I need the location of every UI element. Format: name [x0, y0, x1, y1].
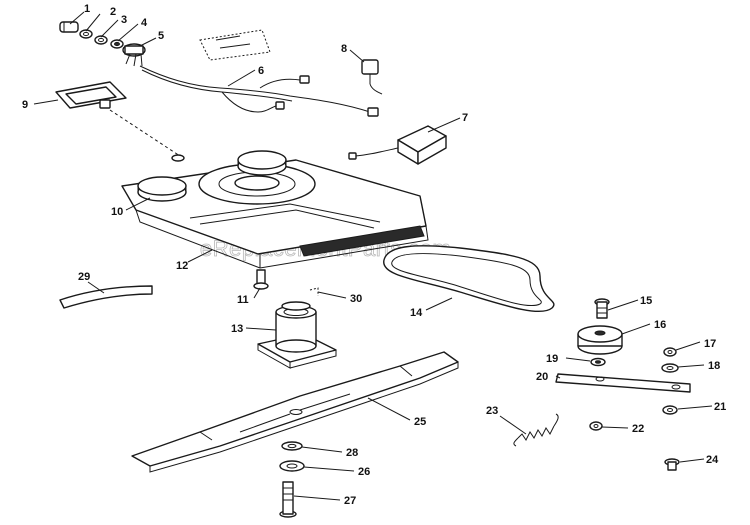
part-6-wiring-harness	[139, 65, 379, 117]
part-24-bolt	[664, 458, 680, 471]
part-15-bolt	[594, 298, 610, 319]
part-25-blade	[131, 351, 459, 473]
callout-30: 30	[350, 293, 362, 305]
part-13-blade-adapter	[257, 301, 337, 369]
callout-22: 22	[632, 423, 644, 435]
callout-25: 25	[414, 416, 426, 428]
callout-21: 21	[714, 401, 726, 413]
callout-14: 14	[410, 307, 423, 319]
part-17-nut	[663, 347, 677, 357]
callout-13: 13	[231, 323, 243, 335]
callout-23: 23	[486, 405, 498, 417]
part-9-bezel	[55, 81, 185, 162]
part-21-spacer	[662, 405, 678, 415]
part-23-spring	[513, 413, 559, 447]
part-18-washer	[661, 363, 679, 373]
callout-18: 18	[708, 360, 720, 372]
part-7-module	[348, 125, 447, 165]
part-20-idler-arm	[555, 373, 691, 393]
part-2-nut	[79, 29, 93, 39]
callout-8: 8	[341, 43, 347, 55]
part-12-deck-cover	[121, 159, 429, 269]
callout-1: 1	[84, 3, 90, 15]
part-19-washer	[590, 357, 606, 367]
callout-11: 11	[237, 294, 249, 306]
part-26-washer	[279, 460, 305, 472]
part-16-idler-pulley	[577, 325, 623, 355]
part-27-blade-bolt	[279, 481, 297, 518]
callout-28: 28	[346, 447, 358, 459]
callout-4: 4	[141, 17, 148, 29]
callout-27: 27	[344, 495, 356, 507]
part-22-nut	[589, 421, 603, 431]
callout-24: 24	[706, 454, 719, 466]
callout-10: 10	[111, 206, 123, 218]
callout-2: 2	[110, 6, 116, 18]
callout-20: 20	[536, 371, 548, 383]
part-4-bushing	[110, 39, 124, 49]
callout-3: 3	[121, 14, 127, 26]
callout-6: 6	[258, 65, 264, 77]
part-29-hose	[59, 285, 153, 309]
callout-5: 5	[158, 30, 164, 42]
part-28-washer	[281, 441, 303, 451]
part-11-screw	[253, 269, 269, 290]
callout-17: 17	[704, 338, 716, 350]
part-10-engine-cap	[137, 150, 316, 205]
callout-labels: 1 2 3 4 5 6 7 8 9 10 11 12 13 14 15 16 1…	[22, 3, 726, 507]
part-14-belt	[383, 245, 555, 313]
callout-26: 26	[358, 466, 370, 478]
callout-29: 29	[78, 271, 90, 283]
callout-12: 12	[176, 260, 188, 272]
part-30-clip	[309, 287, 319, 296]
part-3-washer	[94, 35, 108, 45]
part-8-relay	[361, 59, 383, 95]
callout-16: 16	[654, 319, 666, 331]
callout-15: 15	[640, 295, 652, 307]
leader-lines	[33, 11, 713, 501]
decal-sketch	[199, 29, 271, 61]
callout-7: 7	[462, 112, 468, 124]
callout-19: 19	[546, 353, 558, 365]
part-1-plug	[59, 21, 79, 33]
part-5-ignition-switch	[122, 43, 146, 67]
callout-9: 9	[22, 99, 28, 111]
